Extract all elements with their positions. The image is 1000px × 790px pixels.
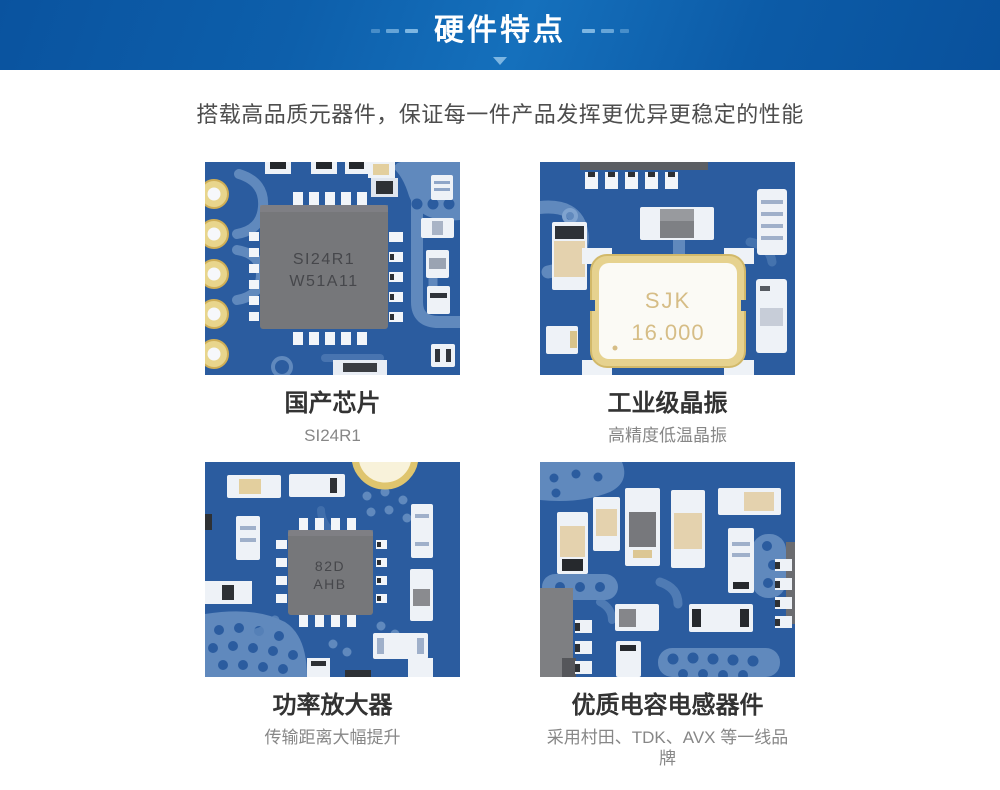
chip-marking-line1: 82D bbox=[315, 558, 345, 574]
feature-card-crystal: SJK 16.000 工业级晶振 高精度低温晶振 bbox=[540, 162, 795, 462]
feature-photo-crystal: SJK 16.000 bbox=[540, 162, 795, 375]
chip-body-amplifier: 82D AHB bbox=[288, 530, 373, 615]
feature-caption: 国产芯片 SI24R1 bbox=[285, 375, 381, 462]
chip-marking-line2: W51A11 bbox=[289, 273, 358, 290]
gold-antenna-ring bbox=[352, 462, 418, 490]
dash-icon bbox=[405, 29, 418, 33]
dash-icon bbox=[620, 29, 629, 33]
feature-subtitle: 传输距离大幅提升 bbox=[264, 728, 401, 747]
dash-icon bbox=[371, 29, 380, 33]
dash-icon bbox=[582, 29, 595, 33]
feature-title: 优质电容电感器件 bbox=[571, 692, 764, 719]
dash-icon bbox=[386, 29, 399, 33]
chip-pads bbox=[249, 192, 403, 345]
feature-card-power-amplifier: 82D AHB 功率放大器 传输距离大幅提升 bbox=[205, 462, 460, 785]
smd-components bbox=[265, 162, 455, 375]
via-dots-dark bbox=[208, 623, 298, 674]
feature-subtitle: 采用村田、TDK、AVX 等一线品牌 bbox=[546, 728, 789, 768]
section-header-banner: 硬件特点 bbox=[0, 0, 1000, 70]
section-description: 搭载高品质元器件，保证每一件产品发挥更优异更稳定的性能 bbox=[196, 102, 804, 127]
feature-grid: SI24R1 W51A11 国产芯片 SI24R1 bbox=[205, 162, 795, 785]
crystal-oscillator: SJK 16.000 bbox=[582, 248, 754, 375]
crystal-marking-line2: 16.000 bbox=[631, 320, 704, 345]
feature-photo-passives bbox=[540, 462, 795, 677]
chip-marking-line1: SI24R1 bbox=[293, 251, 355, 268]
caret-down-icon bbox=[493, 57, 507, 65]
feature-photo-si24r1-chip: SI24R1 W51A11 bbox=[205, 162, 460, 375]
smd-components bbox=[546, 172, 787, 354]
feature-subtitle: 高精度低温晶振 bbox=[608, 426, 727, 445]
dash-icon bbox=[601, 29, 614, 33]
feature-title: 功率放大器 bbox=[272, 692, 393, 719]
chip-marking-line2: AHB bbox=[313, 576, 346, 592]
feature-caption: 工业级晶振 高精度低温晶振 bbox=[608, 375, 728, 462]
via-dots-dark bbox=[549, 469, 778, 677]
section-title: 硬件特点 bbox=[434, 14, 566, 47]
feature-card-passives: 优质电容电感器件 采用村田、TDK、AVX 等一线品牌 bbox=[540, 462, 795, 785]
feature-caption: 功率放大器 传输距离大幅提升 bbox=[265, 677, 401, 764]
gold-castellation-pads bbox=[205, 179, 229, 369]
decorative-dashes-right bbox=[582, 29, 629, 41]
feature-caption: 优质电容电感器件 采用村田、TDK、AVX 等一线品牌 bbox=[540, 677, 795, 785]
smd-components bbox=[557, 488, 792, 677]
smd-components bbox=[205, 474, 433, 677]
feature-card-domestic-chip: SI24R1 W51A11 国产芯片 SI24R1 bbox=[205, 162, 460, 462]
crystal-marking-line1: SJK bbox=[645, 288, 691, 313]
chip-body-si24r1: SI24R1 W51A11 bbox=[260, 205, 388, 329]
feature-photo-amplifier: 82D AHB bbox=[205, 462, 460, 677]
feature-title: 国产芯片 bbox=[284, 390, 381, 417]
feature-subtitle: SI24R1 bbox=[304, 426, 361, 445]
feature-title: 工业级晶振 bbox=[607, 390, 728, 417]
chip-pads bbox=[276, 518, 387, 627]
decorative-dashes-left bbox=[371, 29, 418, 41]
